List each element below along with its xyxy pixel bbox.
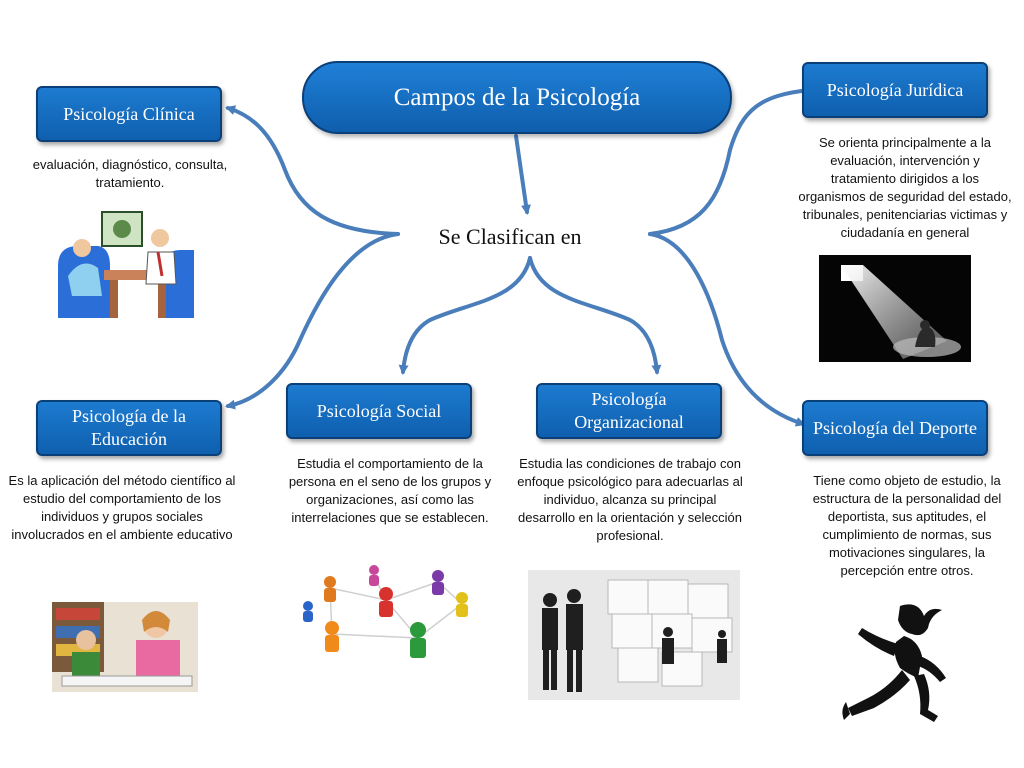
desc-clinica: evaluación, diagnóstico, consulta, trata… xyxy=(32,157,228,190)
arrow-title-to-center xyxy=(514,134,531,215)
center-label: Se Clasifican en xyxy=(438,224,582,249)
arrow-to-educacion xyxy=(225,232,400,410)
node-juridica: Psicología Jurídica xyxy=(802,62,988,118)
social-illustration xyxy=(288,560,484,670)
diagram-title: Campos de la Psicología xyxy=(302,61,732,134)
node-deporte: Psicología del Deporte xyxy=(802,400,988,456)
arrow-to-social xyxy=(398,256,532,375)
arrow-to-juridica xyxy=(648,85,813,236)
desc-deporte: Tiene como objeto de estudio, la estruct… xyxy=(812,473,1002,578)
juridica-illustration xyxy=(819,255,971,362)
node-organizacional: Psicología Organizacional xyxy=(536,383,722,439)
node-educacion: Psicología de la Educación xyxy=(36,400,222,456)
node-clinica: Psicología Clínica xyxy=(36,86,222,142)
node-social: Psicología Social xyxy=(286,383,472,439)
deporte-illustration xyxy=(838,598,956,726)
clinica-illustration xyxy=(52,206,202,318)
desc-organizacional: Estudia las condiciones de trabajo con e… xyxy=(517,456,743,543)
arrow-to-clinica xyxy=(225,105,400,236)
desc-juridica: Se orienta principalmente a la evaluació… xyxy=(798,135,1012,240)
organizacional-illustration xyxy=(528,570,740,700)
arrow-to-deporte xyxy=(648,232,806,427)
arrow-to-organizacional xyxy=(528,256,662,375)
desc-educacion: Es la aplicación del método científico a… xyxy=(8,473,236,542)
desc-social: Estudia el comportamiento de la persona … xyxy=(288,456,492,525)
educacion-illustration xyxy=(52,602,198,692)
